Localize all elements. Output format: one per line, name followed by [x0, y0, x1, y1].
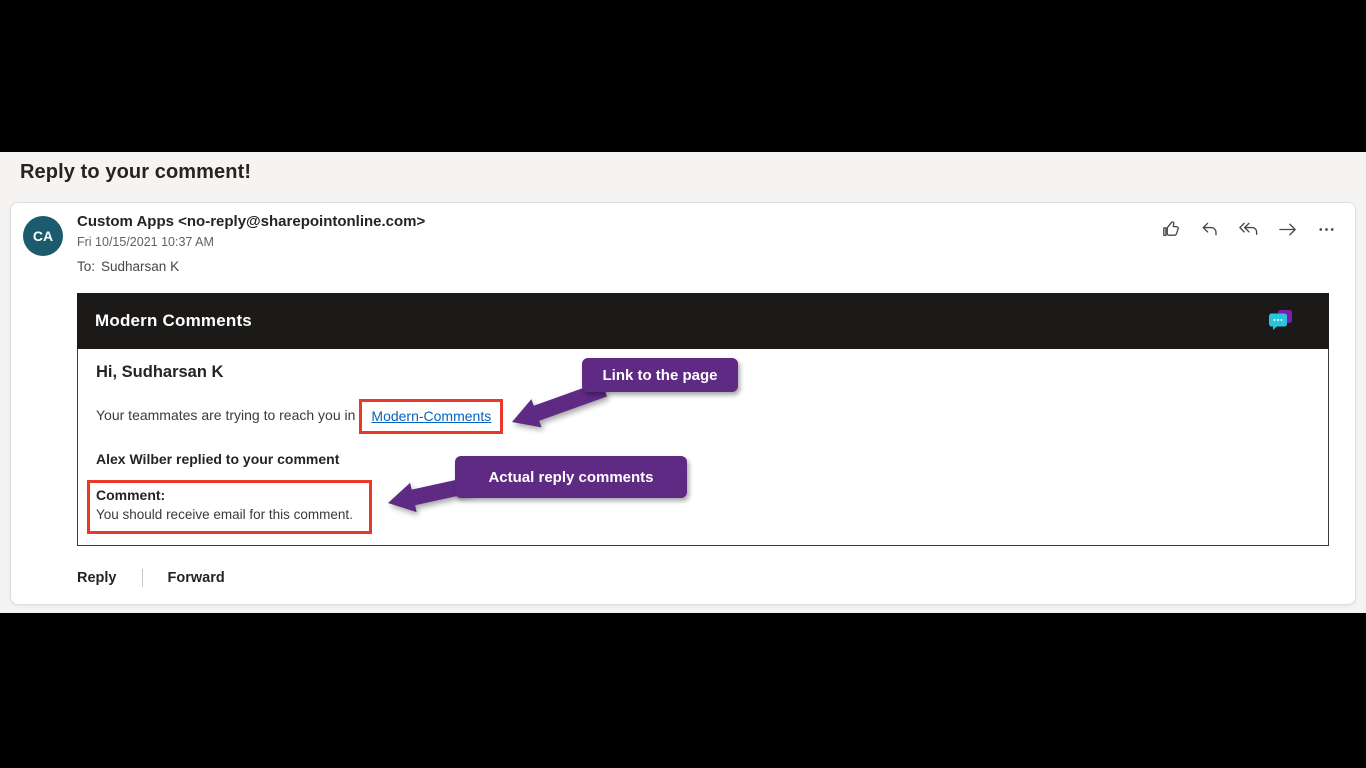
reply-all-button[interactable]	[1237, 218, 1259, 240]
sender-avatar[interactable]: CA	[23, 216, 63, 256]
message-line: Your teammates are trying to reach you i…	[96, 399, 504, 434]
greeting-text: Hi, Sudharsan K	[96, 363, 224, 381]
email-subject: Reply to your comment!	[20, 161, 252, 183]
message-prefix: Your teammates are trying to reach you i…	[96, 407, 356, 423]
replied-by-line: Alex Wilber replied to your comment	[96, 451, 340, 467]
recipient-name[interactable]: Sudharsan K	[101, 259, 180, 274]
email-card: CA Custom Apps <no-reply@sharepointonlin…	[10, 202, 1356, 605]
recipient-line: To: Sudharsan K	[77, 259, 179, 274]
reply-all-icon	[1238, 222, 1257, 235]
email-body-content: Hi, Sudharsan K Your teammates are tryin…	[77, 349, 1329, 546]
reply-link[interactable]: Reply	[77, 570, 117, 586]
like-button[interactable]	[1159, 218, 1181, 240]
received-date: Fri 10/15/2021 10:37 AM	[77, 235, 214, 249]
message-action-bar	[1159, 218, 1337, 240]
reply-icon	[1202, 222, 1217, 235]
more-options-icon	[1318, 227, 1334, 231]
banner-title: Modern Comments	[95, 311, 252, 330]
comment-bubble-icon	[1269, 310, 1292, 330]
comment-label: Comment:	[96, 487, 166, 503]
more-options-button[interactable]	[1315, 218, 1337, 240]
like-icon	[1162, 220, 1179, 236]
to-label: To:	[77, 259, 96, 274]
footer-divider	[141, 569, 143, 587]
forward-icon	[1278, 223, 1296, 235]
quick-reply-bar: Reply Forward	[77, 569, 225, 587]
email-body-banner: Modern Comments	[77, 293, 1329, 349]
forward-button[interactable]	[1276, 218, 1298, 240]
sender-name[interactable]: Custom Apps <no-reply@sharepointonline.c…	[77, 213, 426, 230]
avatar-initials: CA	[32, 228, 54, 244]
forward-link[interactable]: Forward	[167, 570, 225, 586]
reply-button[interactable]	[1198, 218, 1220, 240]
modern-comments-link[interactable]: Modern-Comments	[359, 399, 504, 434]
comment-text: You should receive email for this commen…	[96, 506, 353, 522]
comment-annotation-box: Comment: You should receive email for th…	[87, 480, 372, 535]
